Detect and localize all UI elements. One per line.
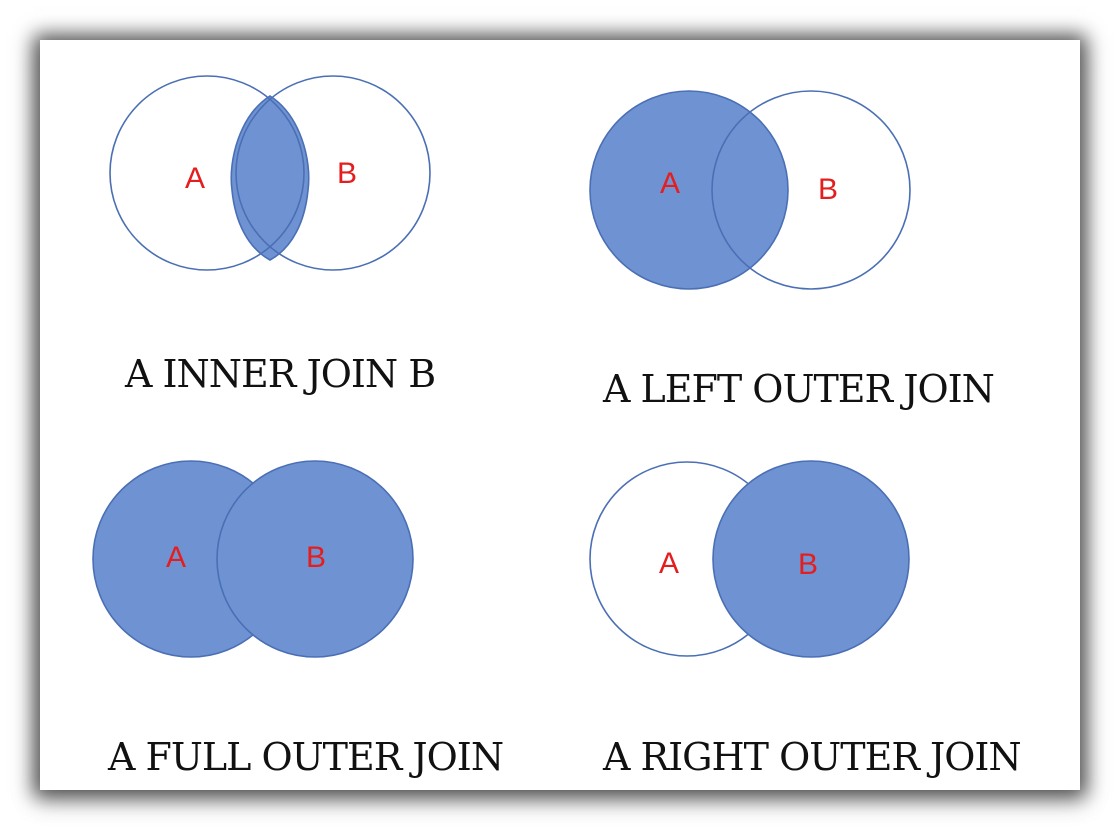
inner-join-label-a: A: [185, 162, 205, 195]
left-join-label-b: B: [818, 173, 838, 206]
left-outer-join-panel: A B A LEFT OUTER JOIN: [589, 90, 995, 411]
full-join-label-a: A: [166, 541, 186, 574]
right-join-label-a: A: [659, 547, 679, 580]
inner-join-intersection: [230, 95, 310, 261]
full-outer-join-panel: A B A FULL OUTER JOIN: [92, 460, 504, 779]
inner-join-caption: A INNER JOIN B: [124, 352, 435, 396]
full-join-caption: A FULL OUTER JOIN: [107, 735, 503, 779]
left-join-caption: A LEFT OUTER JOIN: [602, 367, 994, 411]
inner-join-circle-a: [109, 75, 305, 271]
right-join-caption: A RIGHT OUTER JOIN: [602, 735, 1021, 779]
full-join-circle-b: [216, 460, 414, 658]
left-join-label-a: A: [660, 167, 680, 200]
right-join-label-b: B: [798, 548, 818, 581]
full-join-label-b: B: [306, 541, 326, 574]
inner-join-panel: A B A INNER JOIN B: [109, 75, 436, 396]
inner-join-label-b: B: [337, 157, 357, 190]
right-join-circle-b: [712, 460, 910, 658]
right-outer-join-panel: A B A RIGHT OUTER JOIN: [589, 460, 1022, 779]
inner-join-circle-b: [235, 75, 431, 271]
left-join-circle-a: [589, 90, 789, 290]
left-join-circle-b: [711, 90, 911, 290]
